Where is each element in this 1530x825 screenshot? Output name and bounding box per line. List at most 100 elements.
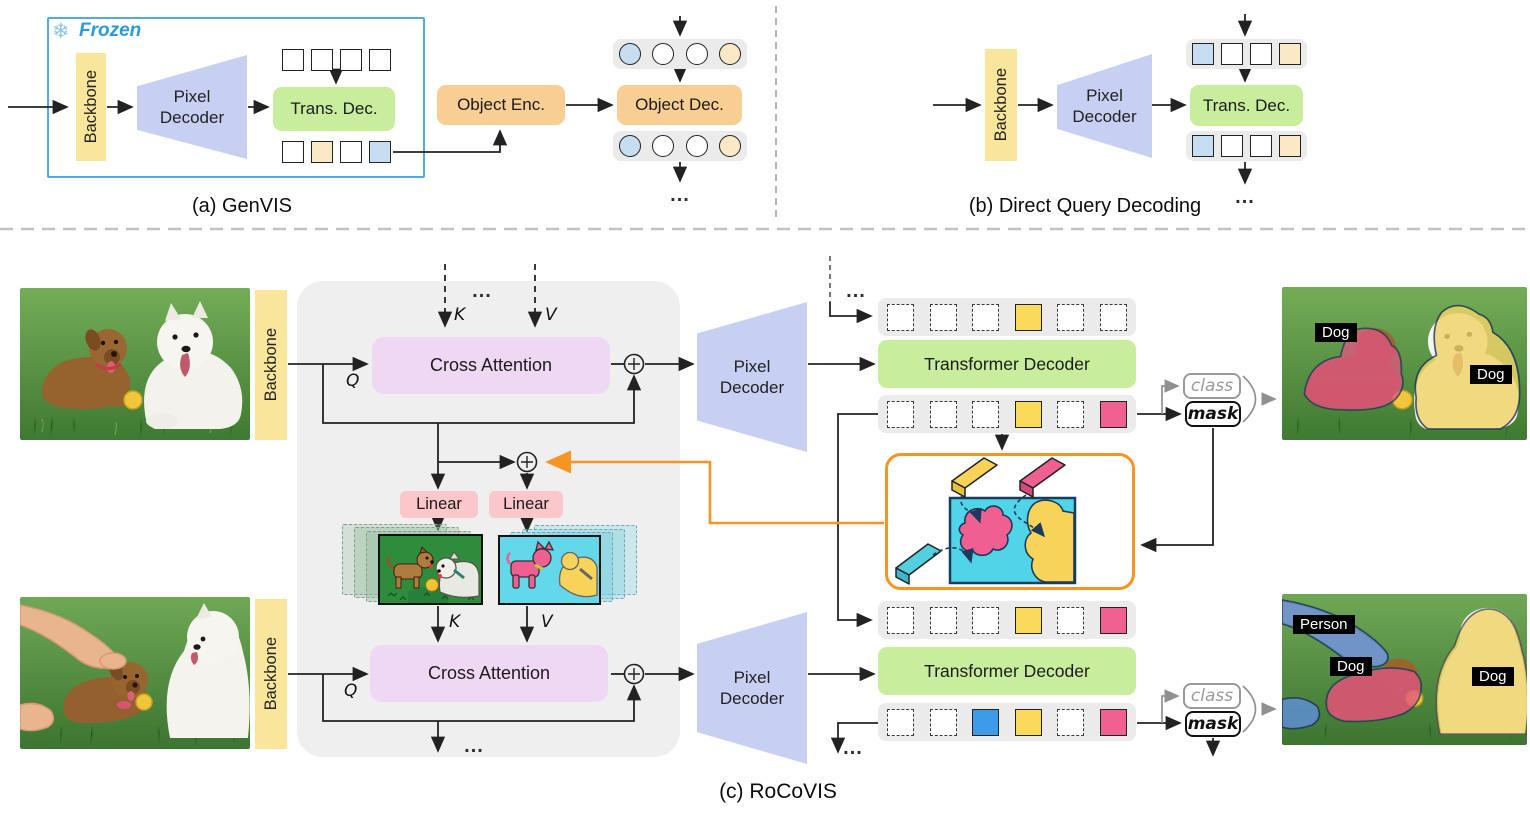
- q-label-bottom: Q: [344, 681, 358, 701]
- mask-label-top: mask: [1187, 404, 1239, 424]
- output-frame-top: Dog Dog: [1282, 287, 1527, 440]
- token-white: [685, 43, 708, 65]
- output-frame-bottom: Person Dog Dog: [1282, 594, 1527, 745]
- token-white: [1250, 135, 1272, 157]
- ellipsis-b: ...: [1235, 186, 1255, 208]
- token-lightyellow: [1279, 135, 1301, 157]
- token-yellow: [1014, 606, 1042, 634]
- trans-dec-b: Trans. Dec.: [1190, 85, 1303, 126]
- token-lightyellow: [718, 135, 741, 157]
- transformer-decoder-label-top: Transformer Decoder: [924, 353, 1090, 374]
- backbone-label-c-top: Backbone: [261, 328, 280, 402]
- mask-propagation-illustration: [895, 457, 1077, 585]
- photo-top-illustration: [20, 288, 250, 440]
- caption-rocovis: (c) RoCoVIS: [719, 780, 837, 803]
- key-feature-image: [378, 534, 483, 605]
- backbone-label-b: Backbone: [991, 68, 1010, 142]
- query-row-c-out-bottom: [878, 703, 1136, 741]
- backbone-label-c-bottom: Backbone: [261, 637, 280, 711]
- mask-label-chip: Person: [1293, 615, 1355, 634]
- input-frame-photo-top: [20, 288, 250, 440]
- k-label-top: K: [454, 305, 466, 325]
- token-lightyellow: [718, 43, 741, 65]
- object-decoder-label: Object Dec.: [635, 95, 724, 114]
- output-bottom-illustration: [1282, 594, 1527, 745]
- pixel-decoder-label-b: Pixel Decoder: [1072, 85, 1137, 126]
- pixel-decoder-c-bottom: Pixel Decoder: [697, 612, 807, 764]
- linear-label-left: Linear: [416, 495, 462, 513]
- object-token-row-top: [613, 39, 747, 69]
- linear-box-right: Linear: [489, 491, 563, 518]
- mask-label-chip: Dog: [1330, 657, 1372, 676]
- pixel-decoder-c-top: Pixel Decoder: [697, 302, 807, 452]
- token-yellow: [1014, 708, 1042, 736]
- class-label-bottom: class: [1190, 686, 1234, 706]
- query-row-c-in-bottom: [878, 601, 1136, 639]
- token-empty: [972, 606, 1000, 634]
- token-pink: [1099, 606, 1127, 634]
- token-lightblue: [1192, 135, 1214, 157]
- query-row-a-bottom: [282, 141, 391, 163]
- token-empty: [1099, 303, 1127, 331]
- linear-label-right: Linear: [503, 495, 549, 513]
- cross-attention-label-top: Cross Attention: [429, 355, 553, 375]
- token-white: [1221, 43, 1243, 65]
- object-decoder-box: Object Dec.: [617, 85, 742, 125]
- ellipsis-queries-bottom: ...: [843, 737, 863, 759]
- mask-head-bottom: mask: [1185, 711, 1241, 737]
- token-blue: [972, 708, 1000, 736]
- token-empty: [929, 606, 957, 634]
- token-white: [282, 49, 304, 71]
- token-empty: [929, 400, 957, 428]
- pixel-decoder-label-c-bottom: Pixel Decoder: [719, 667, 785, 708]
- trans-dec-label-a: Trans. Dec.: [290, 99, 378, 118]
- token-empty: [887, 708, 914, 736]
- token-white: [685, 135, 708, 157]
- v-label-mid: V: [541, 612, 553, 632]
- class-head-top: class: [1183, 373, 1241, 399]
- class-label-top: class: [1190, 376, 1234, 396]
- mask-label-chip: Dog: [1470, 365, 1512, 384]
- backbone-box-c-top: Backbone: [255, 290, 287, 440]
- token-empty: [1057, 400, 1085, 428]
- output-top-illustration: [1282, 287, 1527, 440]
- caption-direct-query-decoding: (b) Direct Query Decoding: [968, 195, 1202, 217]
- q-label-top: Q: [346, 371, 360, 391]
- backbone-box-a: Backbone: [76, 53, 106, 161]
- mask-label-chip: Dog: [1315, 323, 1357, 342]
- token-lightblue: [619, 135, 641, 157]
- v-label-top: V: [545, 305, 557, 325]
- token-lightblue: [619, 43, 641, 65]
- token-empty: [887, 400, 914, 428]
- value-mask-image: [498, 535, 601, 605]
- token-empty: [1057, 606, 1085, 634]
- trans-dec-label-b: Trans. Dec.: [1202, 95, 1291, 115]
- caption-genvis: (a) GenVIS: [191, 195, 293, 217]
- token-empty: [929, 303, 957, 331]
- token-empty: [972, 303, 1000, 331]
- token-lightblue: [1192, 43, 1214, 65]
- token-white: [369, 49, 391, 71]
- class-head-bottom: class: [1183, 683, 1241, 709]
- object-encoder-box: Object Enc.: [437, 85, 565, 125]
- token-empty: [887, 606, 914, 634]
- token-white: [1221, 135, 1243, 157]
- token-empty: [1057, 303, 1085, 331]
- cross-attention-bottom: Cross Attention: [370, 645, 608, 702]
- token-empty: [972, 400, 1000, 428]
- mask-propagation-box: [885, 453, 1135, 590]
- token-empty: [929, 708, 957, 736]
- mask-label-bottom: mask: [1187, 714, 1239, 734]
- pixel-decoder-label-a: Pixel Decoder: [159, 86, 225, 127]
- backbone-box-c-bottom: Backbone: [255, 599, 287, 749]
- cross-attention-label-bottom: Cross Attention: [427, 663, 551, 683]
- transformer-decoder-label-bottom: Transformer Decoder: [924, 660, 1090, 681]
- token-lightyellow: [311, 141, 333, 163]
- ellipsis-kv-top: ...: [472, 280, 492, 302]
- token-lightyellow: [1279, 43, 1301, 65]
- token-white: [652, 43, 675, 65]
- ellipsis-queries-top: ...: [846, 280, 866, 302]
- cross-attention-top: Cross Attention: [372, 337, 610, 394]
- pixel-decoder-label-c-top: Pixel Decoder: [719, 356, 785, 397]
